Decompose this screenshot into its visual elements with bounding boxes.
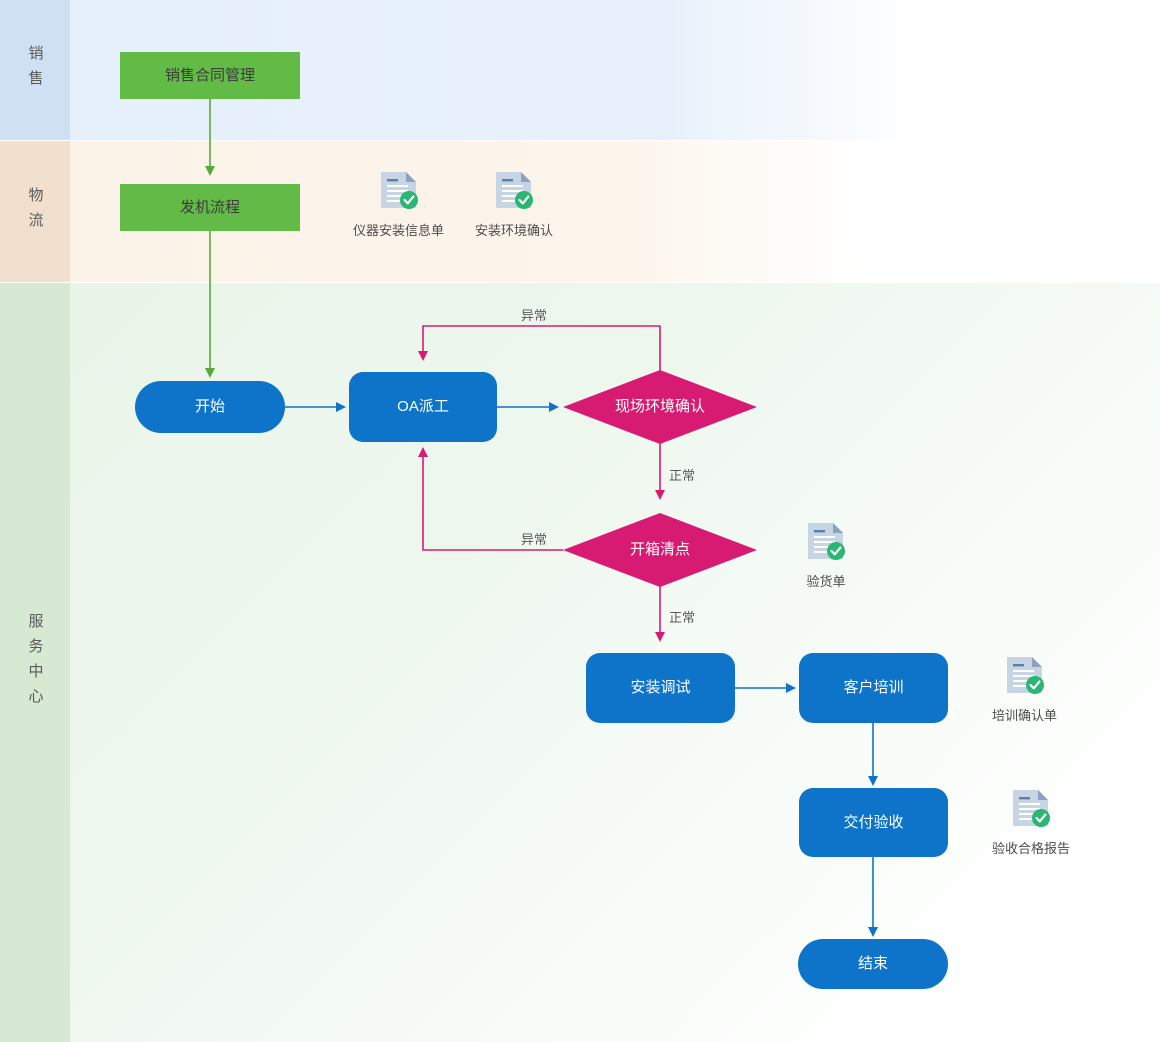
document-check-icon: [1004, 655, 1046, 701]
node-contract[interactable]: 销售合同管理: [120, 52, 300, 99]
node-start-label: 开始: [194, 398, 225, 415]
document-acceptance-report[interactable]: 验收合格报告: [992, 788, 1070, 857]
document-env-confirm[interactable]: 安装环境确认: [475, 170, 553, 239]
node-start[interactable]: 开始: [135, 381, 285, 433]
node-end-label: 结束: [857, 955, 888, 972]
document-check-icon: [805, 521, 847, 567]
node-end[interactable]: 结束: [798, 939, 948, 989]
node-delivery-acceptance-label: 交付验收: [843, 813, 904, 831]
document-inspection-sheet-caption: 验货单: [806, 574, 846, 589]
node-oa-dispatch-label: OA派工: [397, 398, 449, 415]
node-install-debug[interactable]: 安装调试: [586, 653, 735, 723]
node-contract-label: 销售合同管理: [164, 66, 255, 84]
diamond-shape-site: [563, 370, 757, 444]
node-delivery-acceptance[interactable]: 交付验收: [799, 788, 948, 857]
document-inspection-sheet[interactable]: 验货单: [805, 521, 847, 590]
lane-label-logistics: 物流: [26, 186, 44, 237]
edge-label-site-abnormal: 异常: [521, 308, 548, 323]
node-customer-training-label: 客户培训: [843, 679, 904, 696]
document-check-icon: [378, 170, 420, 216]
document-training-confirm-caption: 培训确认单: [992, 708, 1058, 723]
node-unbox-check[interactable]: 开箱清点: [563, 513, 757, 587]
edge-label-site-normal: 正常: [669, 468, 696, 483]
lane-header-logistics: 物流: [0, 141, 70, 282]
lane-header-sales: 销售: [0, 0, 70, 140]
node-oa-dispatch[interactable]: OA派工: [349, 372, 497, 442]
edge-label-unbox-normal: 正常: [669, 610, 696, 625]
document-install-info[interactable]: 仪器安装信息单: [353, 170, 444, 239]
diamond-shape-unbox: [563, 513, 757, 587]
document-install-info-caption: 仪器安装信息单: [353, 223, 445, 238]
node-dispatch-label: 发机流程: [179, 198, 240, 216]
document-acceptance-report-caption: 验收合格报告: [992, 841, 1071, 856]
lane-header-service: 服务中心: [0, 283, 70, 1042]
node-customer-training[interactable]: 客户培训: [799, 653, 948, 723]
edge-label-unbox-abnormal: 异常: [521, 532, 548, 547]
document-check-icon: [1010, 788, 1052, 834]
document-check-icon: [493, 170, 535, 216]
document-training-confirm[interactable]: 培训确认单: [992, 655, 1057, 724]
document-env-confirm-caption: 安装环境确认: [475, 223, 554, 238]
node-site-env-confirm[interactable]: 现场环境确认: [563, 370, 757, 444]
lane-label-sales: 销售: [26, 45, 44, 95]
node-install-debug-label: 安装调试: [630, 679, 691, 696]
node-dispatch[interactable]: 发机流程: [120, 184, 300, 231]
lane-label-service: 服务中心: [26, 612, 44, 713]
